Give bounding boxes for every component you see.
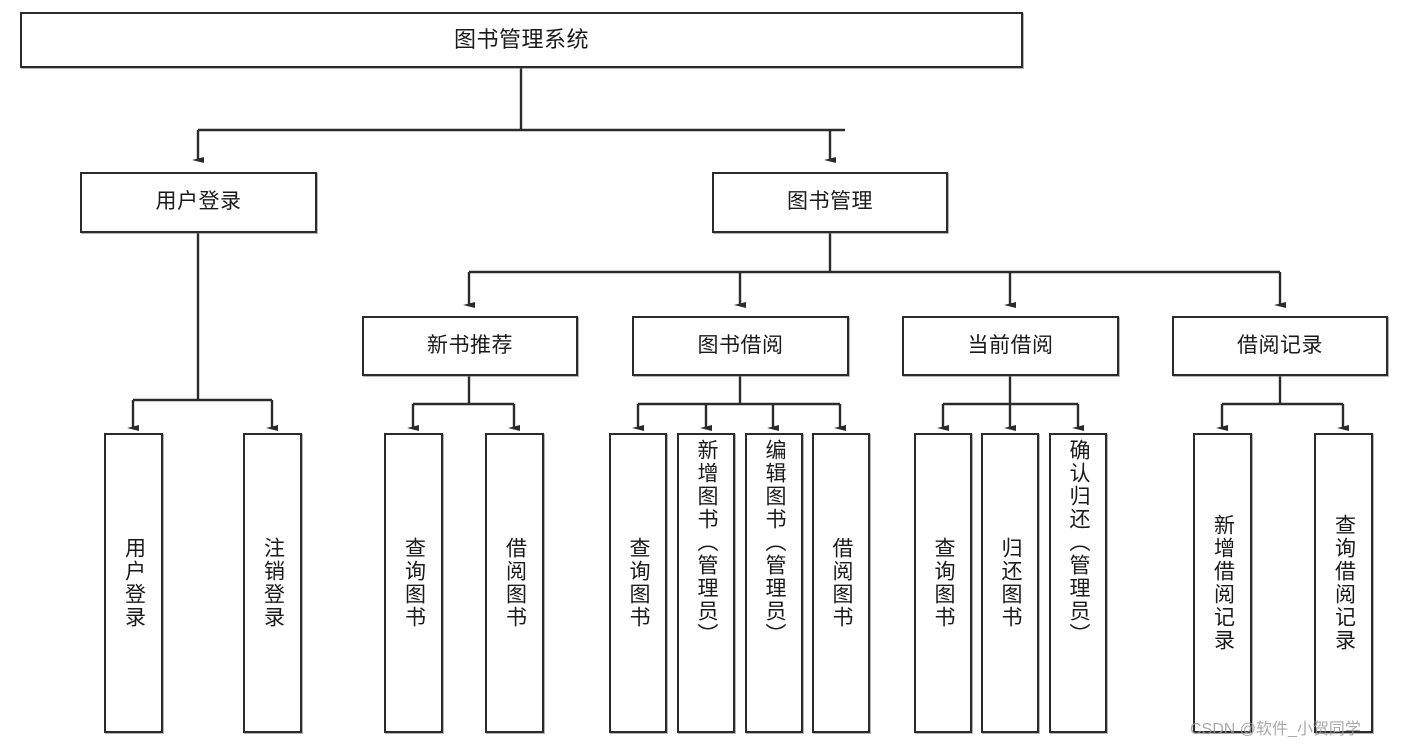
leaf-book-borrow-add-book-admin[interactable]: 新增图书（管理员） <box>677 433 735 733</box>
node-book-management-system[interactable]: 图书管理系统 <box>20 12 1023 68</box>
node-label: 新增借阅记录 <box>1211 514 1235 652</box>
leaf-user-login-logout[interactable]: 注销登录 <box>243 433 302 733</box>
node-book-management[interactable]: 图书管理 <box>712 172 948 233</box>
node-book-borrowing[interactable]: 图书借阅 <box>632 316 849 376</box>
leaf-user-login-login[interactable]: 用户登录 <box>104 433 163 733</box>
node-label: 借阅记录 <box>1237 333 1323 357</box>
node-label: 编辑图书（管理员） <box>763 439 787 646</box>
node-label: 查询图书 <box>627 537 651 629</box>
node-label: 查询借阅记录 <box>1332 514 1356 652</box>
node-borrowing-records[interactable]: 借阅记录 <box>1172 316 1388 376</box>
leaf-new-book-query-book[interactable]: 查询图书 <box>384 433 443 733</box>
node-label: 新书推荐 <box>427 333 513 357</box>
leaf-current-borrow-query-book[interactable]: 查询图书 <box>914 433 972 733</box>
leaf-borrow-record-add-record[interactable]: 新增借阅记录 <box>1193 433 1252 733</box>
leaf-current-borrow-return-book[interactable]: 归还图书 <box>981 433 1039 733</box>
node-label: 查询图书 <box>402 537 426 629</box>
node-label: 图书管理 <box>787 190 873 214</box>
node-label: 归还图书 <box>999 537 1023 629</box>
node-current-borrowing[interactable]: 当前借阅 <box>902 316 1119 376</box>
node-new-book-recommendation[interactable]: 新书推荐 <box>362 316 578 376</box>
node-label: 当前借阅 <box>967 333 1054 357</box>
node-label: 用户登录 <box>122 537 146 629</box>
node-label: 注销登录 <box>261 537 285 629</box>
node-label: 借阅图书 <box>503 537 527 629</box>
watermark-csdn: CSDN @软件_小贺同学 <box>1190 721 1361 738</box>
node-label: 查询图书 <box>932 537 956 629</box>
leaf-borrow-record-query-record[interactable]: 查询借阅记录 <box>1314 433 1373 733</box>
node-user-login[interactable]: 用户登录 <box>80 172 317 233</box>
leaf-book-borrow-edit-book-admin[interactable]: 编辑图书（管理员） <box>745 433 803 733</box>
node-label: 图书借阅 <box>697 333 784 357</box>
node-label: 确认归还（管理员） <box>1067 439 1091 646</box>
leaf-current-borrow-confirm-return-admin[interactable]: 确认归还（管理员） <box>1049 433 1107 733</box>
node-label: 新增图书（管理员） <box>695 439 719 646</box>
node-label: 借阅图书 <box>830 537 854 629</box>
node-label: 用户登录 <box>155 190 242 214</box>
leaf-book-borrow-borrow-book[interactable]: 借阅图书 <box>812 433 870 733</box>
leaf-new-book-borrow-book[interactable]: 借阅图书 <box>485 433 544 733</box>
leaf-book-borrow-query-book[interactable]: 查询图书 <box>609 433 667 733</box>
node-label: 图书管理系统 <box>453 27 589 53</box>
